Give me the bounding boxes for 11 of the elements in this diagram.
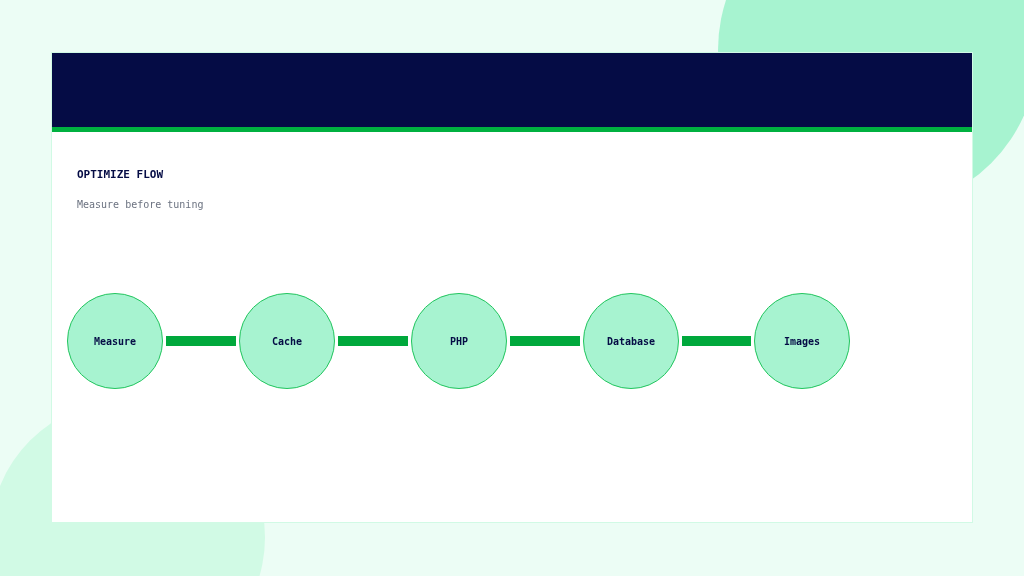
connector-bar <box>166 336 236 346</box>
subtitle: Measure before tuning <box>77 198 204 212</box>
step-label: PHP <box>449 334 469 349</box>
step-label: Measure <box>93 334 137 349</box>
step-label: Database <box>606 334 656 349</box>
connector-bar <box>338 336 408 346</box>
connector-bar <box>682 336 751 346</box>
title: OPTIMIZE FLOW <box>77 167 164 183</box>
connector-bar <box>510 336 580 346</box>
step-label: Images <box>783 334 821 349</box>
step-label: Cache <box>271 334 303 349</box>
